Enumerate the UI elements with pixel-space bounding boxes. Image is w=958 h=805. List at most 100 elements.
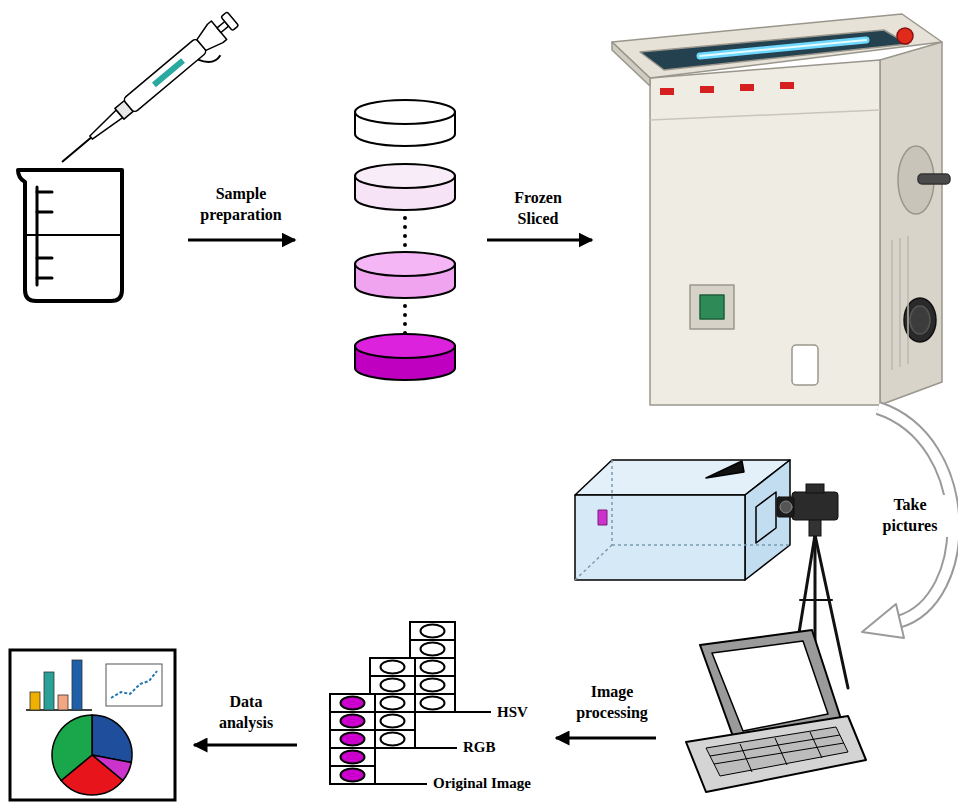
continuation-dots <box>403 306 407 336</box>
image-frame <box>410 640 455 658</box>
laptop-icon <box>686 630 866 792</box>
results-chart-panel <box>30 692 40 710</box>
cryostat-microtome <box>792 345 818 385</box>
cryostat-microtome <box>612 14 942 78</box>
image-sample <box>341 697 365 710</box>
laptop-icon <box>810 732 822 758</box>
curved-arrow <box>862 604 904 638</box>
flow-arrow <box>194 744 297 747</box>
pie-slice <box>92 715 132 762</box>
laptop-icon <box>740 744 752 772</box>
camera-tripod <box>780 501 792 513</box>
beaker-icon <box>37 257 52 260</box>
flow-arrow <box>188 239 295 242</box>
imaging-box <box>575 460 790 580</box>
image-frame <box>330 712 375 730</box>
image-sample <box>341 733 365 746</box>
results-chart-panel <box>10 650 175 800</box>
cryostat-microtome <box>700 295 724 319</box>
camera-tripod <box>800 599 832 601</box>
step-label: Data analysis <box>199 692 293 734</box>
results-chart-panel <box>106 664 162 706</box>
step-label: Sample preparation <box>184 184 298 226</box>
image-sample <box>381 679 405 692</box>
pipette-icon <box>88 110 123 141</box>
cryostat-microtome <box>918 174 950 184</box>
pipette-icon <box>198 47 221 69</box>
cryostat-microtome <box>904 298 936 342</box>
beaker-icon <box>18 170 122 301</box>
image-frame <box>370 658 415 676</box>
image-sample <box>421 697 445 710</box>
image-frame <box>370 694 415 712</box>
step-label: Frozen Sliced <box>496 188 580 230</box>
image-sample <box>381 661 405 674</box>
pipette-icon <box>221 12 239 31</box>
imaging-box <box>611 460 613 545</box>
laptop-icon <box>686 716 866 792</box>
image-frame <box>330 730 375 748</box>
camera-tripod <box>792 492 838 520</box>
cryostat-microtome <box>700 40 866 56</box>
image-layer <box>410 622 455 712</box>
pie-slice <box>52 715 92 780</box>
laptop-icon <box>712 641 828 731</box>
beaker-icon <box>37 191 52 194</box>
cryostat-microtome <box>899 238 901 367</box>
cryostat-microtome <box>891 240 893 370</box>
image-sample <box>421 679 445 692</box>
step-label: Image processing <box>555 682 669 724</box>
image-sample <box>421 643 445 656</box>
sample-disc <box>355 100 455 124</box>
image-frame <box>330 748 375 766</box>
image-sample <box>381 697 405 710</box>
imaging-box <box>598 510 607 525</box>
results-chart-panel <box>52 715 132 795</box>
beaker-icon <box>36 187 39 285</box>
image-frame <box>370 712 415 730</box>
laptop-icon <box>706 727 848 776</box>
beaker-icon <box>18 170 122 301</box>
pipette-icon <box>123 38 207 113</box>
image-sample <box>341 769 365 782</box>
sample-disc <box>355 252 455 276</box>
continuation-dots <box>403 218 407 336</box>
cryostat-microtome <box>640 30 908 70</box>
results-chart-panel <box>72 660 82 710</box>
image-layer-stack <box>330 622 455 784</box>
image-frame <box>330 694 375 712</box>
sample-disc <box>355 164 455 188</box>
cryostat-microtome <box>780 82 794 89</box>
layer-label: HSV <box>495 703 530 723</box>
curved-arrow <box>862 408 953 638</box>
cryostat-microtome <box>650 110 880 120</box>
beaker-icon <box>25 234 122 236</box>
camera-tripod <box>809 518 821 536</box>
step-label: Take pictures <box>869 495 951 537</box>
image-sample <box>341 715 365 728</box>
sample-disc <box>355 100 455 380</box>
image-sample <box>421 625 445 638</box>
image-sample <box>381 715 405 728</box>
image-frame <box>370 676 415 694</box>
cryostat-microtome <box>660 88 674 95</box>
results-chart-panel <box>111 671 157 698</box>
image-frame <box>330 766 375 784</box>
results-chart-panel <box>58 695 68 710</box>
pipette-icon <box>152 58 185 87</box>
cryostat-microtome <box>910 306 930 334</box>
cryostat-microtome <box>700 40 866 56</box>
cryostat-microtome <box>650 60 880 405</box>
sample-disc <box>355 334 455 358</box>
layer-label: Original Image <box>431 774 533 794</box>
image-layer <box>330 694 375 784</box>
camera-tripod <box>777 497 794 517</box>
imaging-box <box>706 461 744 478</box>
image-frame <box>370 730 415 748</box>
beaker-icon <box>37 211 52 214</box>
image-frame <box>410 676 455 694</box>
image-frame <box>410 658 455 676</box>
image-sample <box>421 661 445 674</box>
